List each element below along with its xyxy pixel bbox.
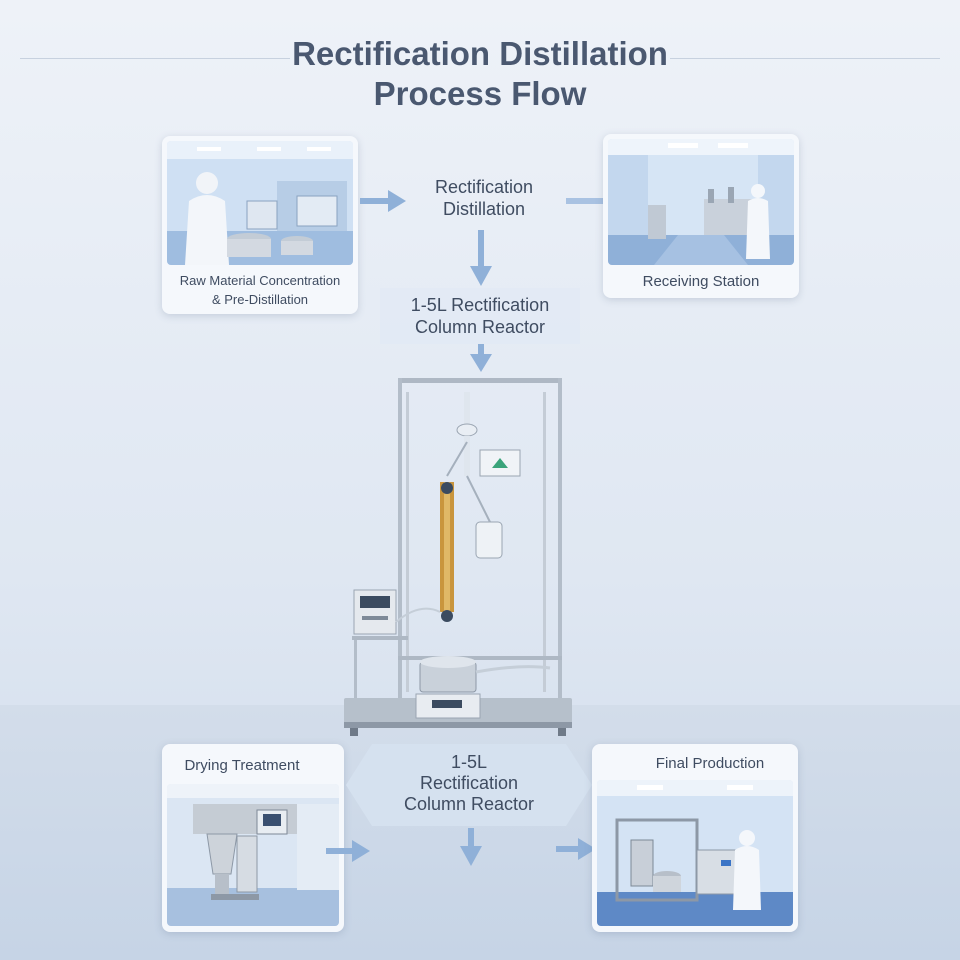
middle-label-panel — [380, 288, 580, 344]
arrow-right-3 — [556, 838, 596, 860]
connector-right — [566, 196, 604, 206]
title-rule-left — [20, 58, 290, 59]
rectification-line-2: Distillation — [442, 199, 526, 219]
card-final-production[interactable]: Final Production — [592, 744, 798, 932]
raw-material-line-2: & Pre-Distillation — [211, 292, 309, 307]
card-raw-material-label: Raw Material Concentration & Pre-Distill… — [162, 271, 358, 309]
title-line-2: Process Flow — [373, 75, 587, 112]
card-receiving-station-label: Receiving Station — [642, 273, 760, 290]
arrow-down-1 — [470, 230, 492, 286]
step-bottom-column-reactor: 1-5L Rectification Column Reactor — [356, 752, 582, 815]
rectification-column-reactor-icon — [340, 372, 580, 742]
step-rectification-distillation: Rectification Distillation — [396, 176, 572, 220]
raw-material-line-1: Raw Material Concentration — [179, 273, 341, 288]
step-column-reactor: 1-5L Rectification Column Reactor — [380, 294, 580, 338]
bottom-reactor-line-3: Column Reactor — [403, 794, 535, 814]
column-reactor-line-2: Column Reactor — [414, 317, 546, 337]
bottom-reactor-line-1: 1-5L — [450, 752, 488, 772]
title-line-1: Rectification Distillation — [292, 35, 668, 72]
production-line-icon — [597, 780, 793, 926]
card-raw-material[interactable]: Raw Material Concentration & Pre-Distill… — [162, 136, 358, 314]
arrow-right-2 — [326, 840, 370, 862]
spray-dryer-icon — [167, 784, 339, 926]
cleanroom-lab-icon — [608, 139, 794, 265]
page-title: Rectification Distillation Process Flow — [0, 34, 960, 114]
cleanroom-operator-icon — [167, 141, 353, 265]
arrow-right-1 — [360, 190, 406, 212]
rectification-line-1: Rectification — [434, 177, 534, 197]
card-receiving-station[interactable]: Receiving Station — [603, 134, 799, 298]
hexagon-panel — [346, 744, 592, 826]
card-final-production-label: Final Production — [655, 755, 765, 772]
title-rule-right — [670, 58, 940, 59]
card-drying-treatment-label: Drying Treatment — [184, 757, 300, 774]
arrow-down-2 — [470, 344, 492, 372]
card-drying-treatment[interactable]: Drying Treatment — [162, 744, 344, 932]
arrow-down-3 — [460, 828, 482, 866]
bottom-reactor-line-2: Rectification — [419, 773, 519, 793]
column-reactor-line-1: 1-5L Rectification — [410, 295, 550, 315]
